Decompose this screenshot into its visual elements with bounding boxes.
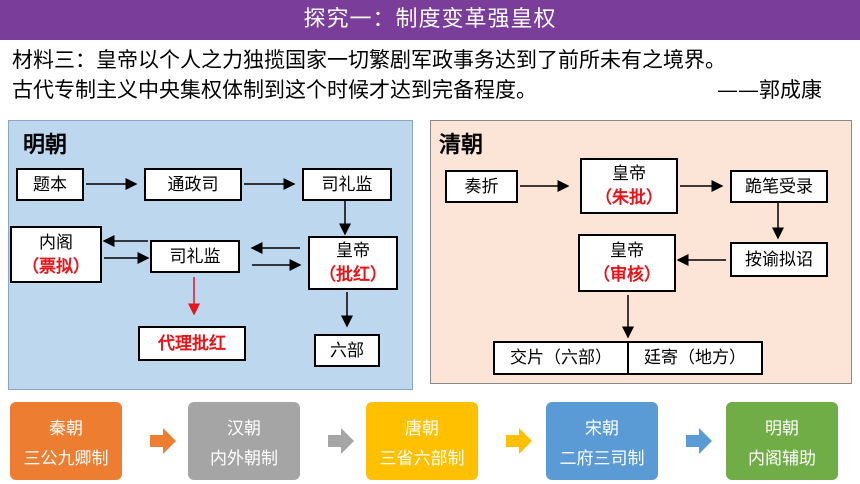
dynasty-song-system: 二府三司制 <box>559 449 645 469</box>
ming-tongzhengsi-box: 通政司 <box>144 168 242 201</box>
dynasty-tang-system: 三省六部制 <box>379 449 465 469</box>
timeline-arrow-icon <box>506 428 532 454</box>
dynasty-ming: 明朝 内阁辅助 <box>726 402 838 480</box>
ming-neige-note: （票拟） <box>22 256 90 277</box>
dynasty-qin-name: 秦朝 <box>49 419 83 439</box>
qing-niyu-box: 按谕拟诏 <box>730 242 828 277</box>
qing-jiaopian-box: 交片（六部） <box>493 341 629 375</box>
ming-tiben-box: 题本 <box>16 168 84 201</box>
ming-silijian-top-box: 司礼监 <box>302 168 392 201</box>
material-line-2: 古代专制主义中央集权体制到这个时候才达到完备程度。 <box>12 78 537 102</box>
ming-silijian-mid-box: 司礼监 <box>150 240 240 273</box>
qing-emperor1-box: 皇帝 （朱批） <box>580 158 678 214</box>
qing-shoulu-box: 跪笔受录 <box>730 170 828 203</box>
timeline-arrow-icon <box>328 428 354 454</box>
page-header: 探究一：制度变革强皇权 <box>0 0 860 40</box>
timeline-arrow-icon <box>686 428 712 454</box>
timeline-arrow-icon <box>150 428 176 454</box>
qing-emperor2-label: 皇帝 <box>610 241 644 261</box>
qing-zouzhe-box: 奏折 <box>445 170 518 203</box>
ming-emperor-box: 皇帝 （批红） <box>308 236 398 290</box>
dynasty-ming-system: 内阁辅助 <box>748 449 816 469</box>
qing-emperor1-label: 皇帝 <box>612 164 646 184</box>
dynasty-tang: 唐朝 三省六部制 <box>366 402 478 480</box>
flow-arrows <box>86 178 784 339</box>
qing-emperor1-note: （朱批） <box>595 188 663 208</box>
ming-title: 明朝 <box>23 132 68 158</box>
dynasty-qin-system: 三公九卿制 <box>23 449 109 469</box>
dynasty-song-name: 宋朝 <box>585 419 619 439</box>
ming-neige-box: 内阁 （票拟） <box>10 226 102 283</box>
dynasty-han-system: 内外朝制 <box>210 449 278 469</box>
dynasty-ming-name: 明朝 <box>765 419 799 439</box>
ming-emperor-label: 皇帝 <box>336 241 370 261</box>
material-author: ——郭成康 <box>717 78 822 102</box>
ming-emperor-note: （批红） <box>319 265 387 285</box>
ming-daili-box: 代理批红 <box>138 326 246 361</box>
material-text: 材料三：皇帝以个人之力独揽国家一切繁剧军政事务达到了前所未有之境界。 古代专制主… <box>12 45 852 105</box>
ming-neige-label: 内阁 <box>39 232 73 253</box>
dynasty-song: 宋朝 二府三司制 <box>546 402 658 480</box>
dynasty-tang-name: 唐朝 <box>405 419 439 439</box>
dynasty-han-name: 汉朝 <box>227 419 261 439</box>
qing-emperor2-box: 皇帝 （审核） <box>578 234 676 292</box>
qing-tingji-box: 廷寄（地方） <box>627 341 763 375</box>
ming-libu-box: 六部 <box>314 334 380 367</box>
qing-title: 清朝 <box>439 132 484 158</box>
dynasty-han: 汉朝 内外朝制 <box>188 402 300 480</box>
material-line-1: 材料三：皇帝以个人之力独揽国家一切繁剧军政事务达到了前所未有之境界。 <box>12 48 726 72</box>
dynasty-qin: 秦朝 三公九卿制 <box>10 402 122 480</box>
qing-emperor2-note: （审核） <box>593 265 661 285</box>
